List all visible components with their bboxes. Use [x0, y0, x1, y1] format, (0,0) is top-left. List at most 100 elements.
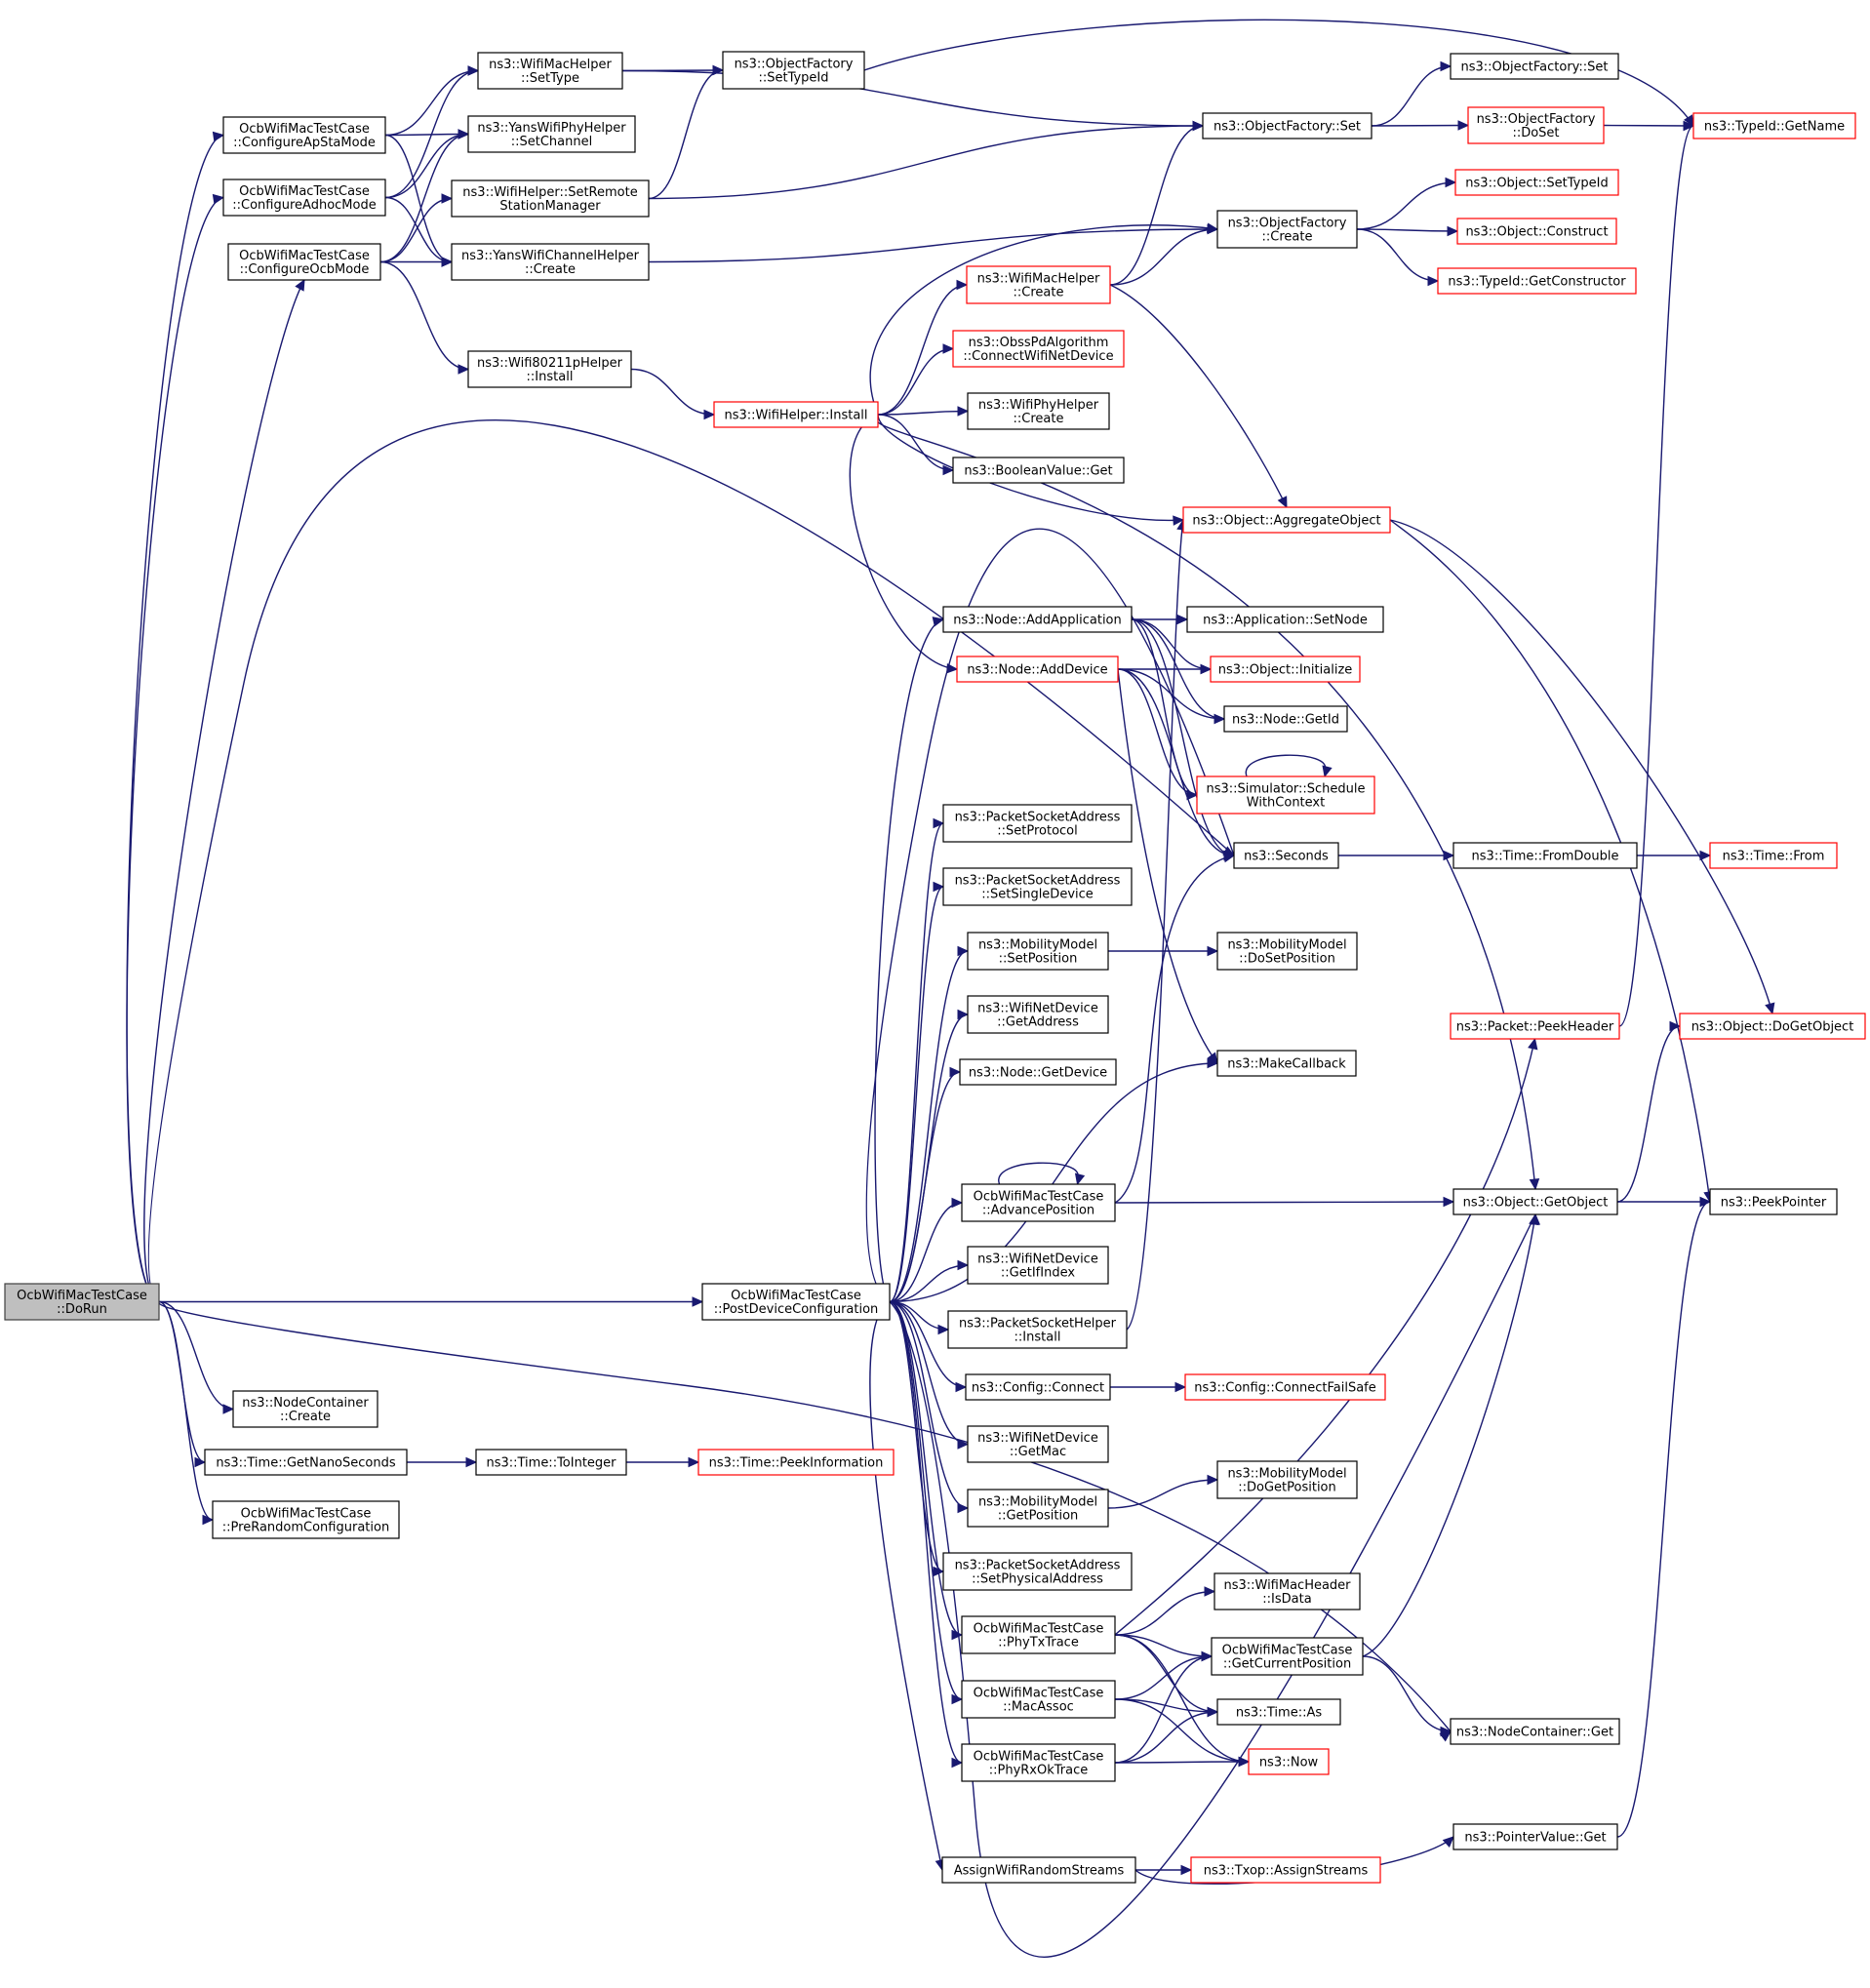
node-macassoc[interactable]: OcbWifiMacTestCase::MacAssoc	[961, 1680, 1116, 1719]
node-cfgfailsafe[interactable]: ns3::Config::ConnectFailSafe	[1184, 1373, 1386, 1401]
node-label: ns3::Object::DoGetObject	[1691, 1020, 1854, 1035]
node-label: ns3::Time::FromDouble	[1472, 850, 1619, 864]
node-addapp[interactable]: ns3::Node::AddApplication	[942, 606, 1133, 633]
node-box	[942, 804, 1133, 843]
node-box	[1216, 1698, 1341, 1726]
node-label: ns3::MakeCallback	[1227, 1057, 1346, 1072]
node-assignrand[interactable]: AssignWifiRandomStreams	[941, 1856, 1136, 1884]
node-phycreate[interactable]: ns3::WifiPhyHelper::Create	[967, 392, 1110, 430]
node-wndgetaddr[interactable]: ns3::WifiNetDevice::GetAddress	[967, 995, 1109, 1034]
node-ptrget[interactable]: ns3::PointerValue::Get	[1452, 1823, 1618, 1850]
node-dorun[interactable]: OcbWifiMacTestCase::DoRun	[4, 1283, 160, 1321]
node-psasetsingle[interactable]: ns3::PacketSocketAddress::SetSingleDevic…	[942, 867, 1133, 906]
node-objinit[interactable]: ns3::Object::Initialize	[1210, 656, 1361, 683]
node-box	[942, 606, 1133, 633]
node-maccreate[interactable]: ns3::WifiMacHelper::Create	[966, 265, 1111, 304]
node-box	[1454, 169, 1619, 196]
node-ofcreate[interactable]: ns3::ObjectFactory::Create	[1216, 210, 1358, 249]
node-box	[227, 243, 381, 281]
node-ofset2[interactable]: ns3::ObjectFactory::Set	[1202, 112, 1373, 139]
edge-adhoc-to-macsettype	[384, 65, 480, 199]
node-prerand[interactable]: OcbWifiMacTestCase::PreRandomConfigurati…	[212, 1500, 400, 1539]
node-ofsettypeid[interactable]: ns3::ObjectFactory::SetTypeId	[722, 51, 865, 90]
node-apsta[interactable]: OcbWifiMacTestCase::ConfigureApStaMode	[222, 116, 386, 154]
node-ocbmode[interactable]: OcbWifiMacTestCase::ConfigureOcbMode	[227, 243, 381, 281]
node-label: OcbWifiMacTestCase	[974, 1622, 1104, 1637]
node-wndgetif[interactable]: ns3::WifiNetDevice::GetIfIndex	[967, 1246, 1109, 1285]
node-getnano[interactable]: ns3::Time::GetNanoSeconds	[204, 1449, 408, 1476]
edge-dorun-to-postdev	[159, 1296, 704, 1307]
node-mmsetpos[interactable]: ns3::MobilityModel::SetPosition	[967, 932, 1109, 971]
node-adhoc[interactable]: OcbWifiMacTestCase::ConfigureAdhocMode	[222, 179, 386, 217]
node-peekheader[interactable]: ns3::Packet::PeekHeader	[1450, 1013, 1620, 1040]
node-psasetproto[interactable]: ns3::PacketSocketAddress::SetProtocol	[942, 804, 1133, 843]
node-box	[967, 392, 1110, 430]
node-pshinstall[interactable]: ns3::PacketSocketHelper::Install	[947, 1310, 1128, 1349]
edge-advpos-to-getobject	[1114, 1196, 1455, 1208]
node-box	[967, 1425, 1109, 1463]
node-getobject[interactable]: ns3::Object::GetObject	[1452, 1188, 1618, 1215]
node-timefrom[interactable]: ns3::Time::From	[1709, 842, 1838, 869]
node-ncget[interactable]: ns3::NodeContainer::Get	[1450, 1718, 1620, 1745]
node-peekinfo[interactable]: ns3::Time::PeekInformation	[697, 1449, 895, 1476]
node-nodegetdev[interactable]: ns3::Node::GetDevice	[959, 1058, 1117, 1086]
node-seconds[interactable]: ns3::Seconds	[1233, 842, 1339, 869]
node-w80211p[interactable]: ns3::Wifi80211pHelper::Install	[467, 350, 632, 388]
node-tgetctor[interactable]: ns3::TypeId::GetConstructor	[1437, 267, 1637, 295]
node-box	[1709, 842, 1838, 869]
node-box	[1709, 1188, 1838, 1215]
node-ofdoset[interactable]: ns3::ObjectFactory::DoSet	[1467, 106, 1605, 144]
node-advpos[interactable]: OcbWifiMacTestCase::AdvancePosition	[961, 1183, 1116, 1222]
node-label: ::Create	[1262, 230, 1313, 245]
edge-postdev-to-mmgetpos	[889, 1300, 970, 1514]
node-makecb[interactable]: ns3::MakeCallback	[1216, 1050, 1357, 1077]
node-nodegetid[interactable]: ns3::Node::GetId	[1223, 705, 1348, 733]
node-label: ns3::PacketSocketAddress	[955, 811, 1121, 825]
node-mmdogetpos[interactable]: ns3::MobilityModel::DoGetPosition	[1216, 1460, 1358, 1499]
node-whinstall[interactable]: ns3::WifiHelper::Install	[713, 401, 879, 428]
node-timeas[interactable]: ns3::Time::As	[1216, 1698, 1341, 1726]
node-yansphy[interactable]: ns3::YansWifiPhyHelper::SetChannel	[467, 115, 636, 153]
node-label: ns3::MobilityModel	[1227, 938, 1346, 953]
node-getcurpos[interactable]: OcbWifiMacTestCase::GetCurrentPosition	[1211, 1637, 1364, 1676]
node-postdev[interactable]: OcbWifiMacTestCase::PostDeviceConfigurat…	[701, 1283, 891, 1321]
node-label: ::GetMac	[1010, 1445, 1066, 1459]
node-phytx[interactable]: OcbWifiMacTestCase::PhyTxTrace	[961, 1615, 1116, 1654]
node-aggregate[interactable]: ns3::Object::AggregateObject	[1182, 506, 1391, 534]
edge-ocbmode-to-w80211p	[379, 260, 470, 375]
node-wndgetmac[interactable]: ns3::WifiNetDevice::GetMac	[967, 1425, 1109, 1463]
node-label: ::MacAssoc	[1003, 1700, 1074, 1715]
node-boolget[interactable]: ns3::BooleanValue::Get	[952, 457, 1125, 484]
node-fromdouble[interactable]: ns3::Time::FromDouble	[1452, 842, 1638, 869]
node-peekptr[interactable]: ns3::PeekPointer	[1709, 1188, 1838, 1215]
node-ofset1[interactable]: ns3::ObjectFactory::Set	[1450, 53, 1619, 80]
node-mmdosetpos[interactable]: ns3::MobilityModel::DoSetPosition	[1216, 932, 1358, 971]
edge-maccreate-to-aggregate	[1109, 284, 1288, 509]
node-adddevice[interactable]: ns3::Node::AddDevice	[956, 656, 1119, 683]
node-cfgconnect[interactable]: ns3::Config::Connect	[965, 1373, 1111, 1401]
node-appsetnode[interactable]: ns3::Application::SetNode	[1186, 606, 1384, 633]
node-label: ns3::WifiNetDevice	[977, 1431, 1098, 1446]
node-nccreate[interactable]: ns3::NodeContainer::Create	[232, 1390, 378, 1428]
edge-aggregate-to-dogetobj	[1389, 519, 1775, 1015]
node-isdata[interactable]: ns3::WifiMacHeader::IsData	[1214, 1572, 1361, 1610]
node-macsettype[interactable]: ns3::WifiMacHelper::SetType	[477, 52, 623, 90]
node-box	[477, 52, 623, 90]
node-yanschan[interactable]: ns3::YansWifiChannelHelper::Create	[451, 243, 650, 281]
node-now[interactable]: ns3::Now	[1248, 1748, 1330, 1775]
node-tgetname[interactable]: ns3::TypeId::GetName	[1692, 112, 1856, 139]
node-objconstruct[interactable]: ns3::Object::Construct	[1456, 218, 1617, 245]
node-label: ns3::ObjectFactory	[1228, 217, 1347, 231]
node-dogetobj[interactable]: ns3::Object::DoGetObject	[1679, 1013, 1866, 1040]
node-mmgetpos[interactable]: ns3::MobilityModel::GetPosition	[967, 1489, 1109, 1528]
node-box	[1211, 1637, 1364, 1676]
edge-yanschan-to-ofcreate	[648, 223, 1219, 263]
node-tointeger[interactable]: ns3::Time::ToInteger	[475, 1449, 627, 1476]
node-txopassign[interactable]: ns3::Txop::AssignStreams	[1190, 1856, 1381, 1884]
node-psasetphys[interactable]: ns3::PacketSocketAddress::SetPhysicalAdd…	[942, 1552, 1133, 1591]
node-obsspd[interactable]: ns3::ObssPdAlgorithm::ConnectWifiNetDevi…	[952, 330, 1125, 368]
node-phyrxok[interactable]: OcbWifiMacTestCase::PhyRxOkTrace	[961, 1743, 1116, 1782]
node-objsettypeid[interactable]: ns3::Object::SetTypeId	[1454, 169, 1619, 196]
